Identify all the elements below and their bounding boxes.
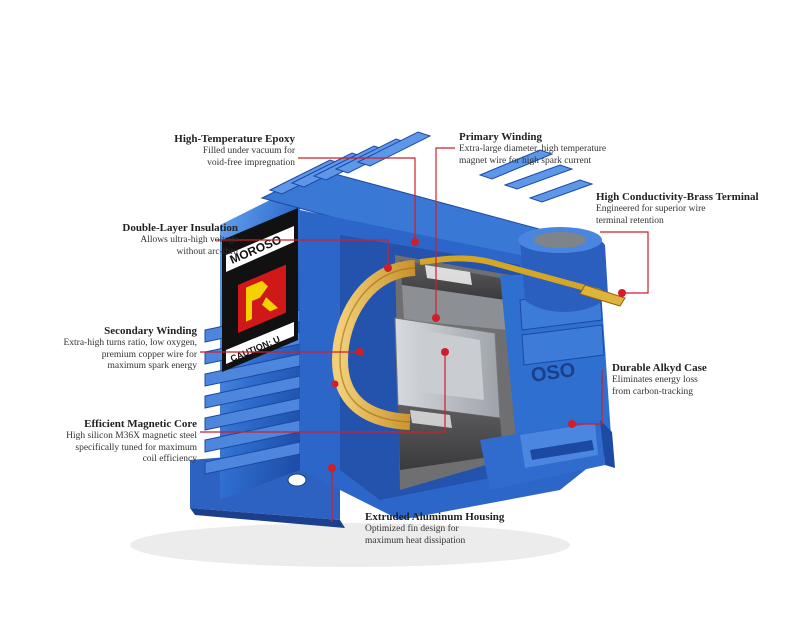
callout-primary: Primary Winding Extra-large diameter, hi… bbox=[459, 131, 649, 167]
cutaway-body bbox=[300, 210, 610, 520]
dot-secondary bbox=[356, 348, 364, 356]
callout-terminal-title: High Conductivity-Brass Terminal bbox=[596, 191, 759, 203]
callout-epoxy-title: High-Temperature Epoxy bbox=[174, 133, 295, 145]
dot-epoxy bbox=[411, 238, 419, 246]
callout-housing-title: Extruded Aluminum Housing bbox=[365, 511, 505, 523]
ground-shadow bbox=[130, 523, 570, 567]
callout-secondary: Secondary Winding Extra-high turns ratio… bbox=[20, 325, 197, 373]
callout-secondary-title: Secondary Winding bbox=[104, 325, 197, 337]
callout-epoxy-desc: Filled under vacuum for void-free impreg… bbox=[202, 146, 295, 168]
leader-insulation bbox=[215, 239, 389, 268]
leader-primary bbox=[435, 147, 455, 318]
callout-case-desc: Eliminates energy loss from carbon-track… bbox=[612, 375, 698, 397]
callout-secondary-desc: Extra-high turns ratio, low oxygen, prem… bbox=[63, 338, 197, 371]
secondary-winding bbox=[331, 260, 416, 430]
callout-insulation: Double-Layer Insulation Allows ultra-hig… bbox=[80, 222, 238, 258]
callout-housing: Extruded Aluminum Housing Optimized fin … bbox=[365, 511, 535, 547]
terminal-tower bbox=[518, 227, 608, 312]
callout-case: Durable Alkyd Case Eliminates energy los… bbox=[612, 362, 762, 398]
callout-primary-desc: Extra-large diameter, high temperature m… bbox=[459, 144, 607, 166]
callout-insulation-desc: Allows ultra-high voltage without arc-th… bbox=[140, 235, 238, 257]
callout-core-title: Efficient Magnetic Core bbox=[84, 418, 197, 430]
callout-primary-title: Primary Winding bbox=[459, 131, 543, 143]
dot-core bbox=[441, 348, 449, 356]
leader-core bbox=[200, 352, 446, 433]
dot-case bbox=[568, 420, 576, 428]
callout-epoxy: High-Temperature Epoxy Filled under vacu… bbox=[140, 133, 295, 169]
leader-terminal bbox=[600, 231, 649, 294]
leader-lines bbox=[200, 147, 649, 522]
leader-case bbox=[572, 370, 603, 425]
callout-core-desc: High silicon M36X magnetic steel specifi… bbox=[66, 431, 197, 464]
leader-dots bbox=[328, 238, 626, 472]
dot-housing bbox=[328, 464, 336, 472]
callout-terminal-desc: Engineered for superior wire terminal re… bbox=[596, 204, 706, 226]
callout-terminal: High Conductivity-Brass Terminal Enginee… bbox=[596, 191, 796, 227]
callout-insulation-title: Double-Layer Insulation bbox=[122, 222, 238, 234]
leader-epoxy bbox=[298, 157, 416, 242]
dot-housing-fin bbox=[331, 380, 339, 388]
dot-insulation bbox=[384, 264, 392, 272]
callout-case-title: Durable Alkyd Case bbox=[612, 362, 707, 374]
mount-hole bbox=[287, 473, 307, 487]
dot-primary bbox=[432, 314, 440, 322]
dot-terminal bbox=[618, 289, 626, 297]
brass-terminal bbox=[419, 255, 626, 307]
epoxy-fill bbox=[402, 285, 508, 330]
callout-core: Efficient Magnetic Core High silicon M36… bbox=[20, 418, 197, 466]
badge-logo bbox=[238, 264, 286, 333]
callout-housing-desc: Optimized fin design for maximum heat di… bbox=[365, 524, 466, 546]
primary-connector bbox=[480, 420, 615, 490]
